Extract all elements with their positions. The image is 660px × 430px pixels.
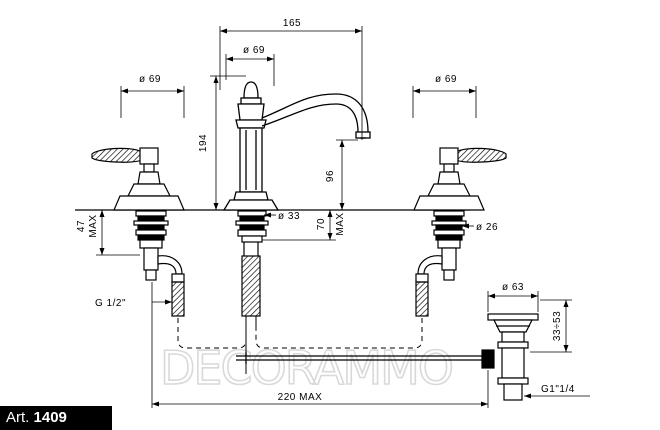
watermark: DECORAMMO	[160, 341, 452, 395]
dim-max-center: MAX	[335, 212, 346, 235]
dim-spout-height: 194	[198, 134, 209, 152]
dim-waste-diameter: ø 63	[502, 282, 524, 293]
dim-left-connection: G 1/2"	[95, 298, 126, 309]
dim-max-left: MAX	[88, 214, 99, 237]
dim-waste-height: 33÷53	[552, 311, 563, 341]
dim-spout-outlet-height: 96	[325, 170, 336, 182]
left-handle-valve	[91, 147, 185, 317]
pop-up-waste	[236, 313, 539, 401]
dim-left-handle-diameter: ø 69	[139, 74, 161, 85]
connection-hoses	[177, 318, 423, 349]
dim-waste-connection: G1"1/4	[541, 384, 575, 395]
article-number: 1409	[33, 409, 67, 426]
spout-faucet	[222, 81, 371, 211]
dim-right-handle-diameter: ø 69	[435, 74, 457, 85]
article-prefix: Art.	[6, 409, 30, 426]
article-badge: Art. 1409	[0, 406, 112, 430]
dim-body-diameter: ø 33	[278, 211, 300, 222]
dimension-arrows	[99, 28, 569, 407]
dim-valve-diameter: ø 26	[476, 222, 498, 233]
spout-under-deck	[235, 210, 269, 374]
dim-deck-clearance-left: 47	[76, 220, 87, 232]
right-handle-valve	[413, 147, 507, 317]
dim-total-width: 220 MAX	[278, 392, 323, 403]
dim-deck-thickness: 70	[316, 218, 327, 230]
dim-spout-reach: 165	[283, 18, 301, 29]
dim-spout-diameter: ø 69	[243, 45, 265, 56]
